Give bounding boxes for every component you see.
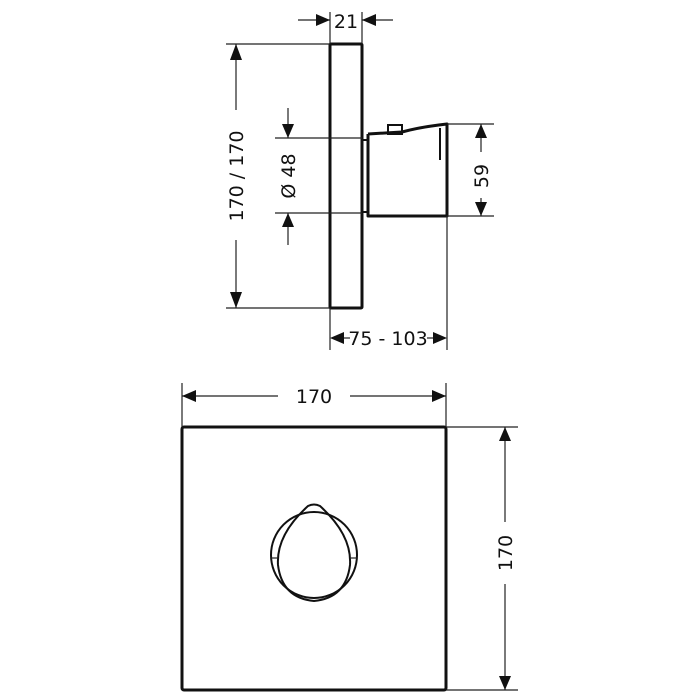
dim-diameter: Ø 48	[275, 108, 362, 245]
knob-collar	[362, 139, 368, 213]
height-side-label: 170 / 170	[226, 130, 248, 221]
dim-knob-height: 59	[447, 123, 494, 217]
diameter-label: Ø 48	[278, 153, 300, 198]
dim-projection: 75 - 103	[329, 216, 448, 350]
cover-plate-side	[328, 42, 364, 310]
dim-width-front: 170	[181, 383, 447, 427]
cover-plate-front	[180, 425, 448, 692]
front-view: 170 170	[180, 383, 518, 692]
knob-front	[270, 503, 358, 603]
dim-depth: 21	[298, 11, 393, 44]
dim-height-side: 170 / 170	[226, 43, 330, 309]
side-view: 21 170 / 170 Ø 48	[226, 11, 494, 350]
width-front-label: 170	[296, 386, 332, 408]
knob-lug	[387, 124, 403, 135]
knob-body-side	[366, 122, 449, 218]
depth-label: 21	[334, 11, 358, 33]
knob-height-label: 59	[471, 164, 493, 188]
height-front-label: 170	[495, 535, 517, 571]
dim-height-front: 170	[446, 426, 518, 691]
projection-label: 75 - 103	[348, 328, 427, 350]
